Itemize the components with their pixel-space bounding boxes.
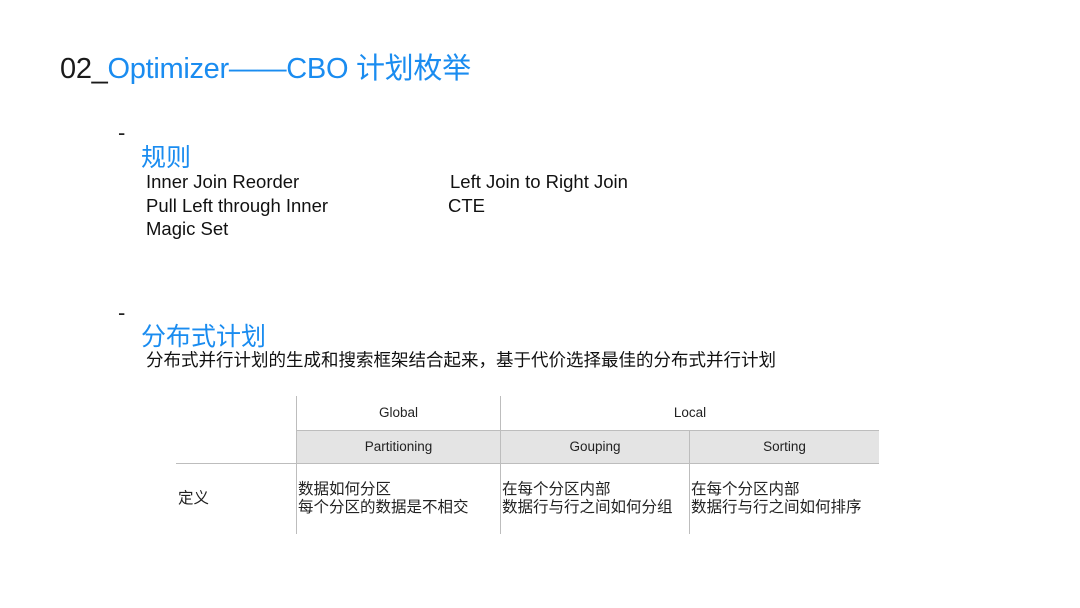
table-subheader-bg xyxy=(297,430,879,463)
rule-item: Magic Set xyxy=(146,218,229,239)
page-title: 02_Optimizer——CBO 计划枚举 xyxy=(60,45,471,87)
table-divider xyxy=(296,396,297,534)
table-subheader-grouping: Gouping xyxy=(569,439,621,454)
table-subheader-sorting: Sorting xyxy=(763,439,806,454)
table-group-header-local: Local xyxy=(673,405,707,420)
section-bullet: - xyxy=(118,120,126,145)
rule-item: Inner Join Reorder xyxy=(146,171,300,192)
table-cell: 在每个分区内部 数据行与行之间如何分组 xyxy=(502,480,673,516)
title-text: Optimizer——CBO 计划枚举 xyxy=(107,53,472,85)
table-subheader-partitioning: Partitioning xyxy=(364,439,433,454)
table-cell: 数据如何分区 每个分区的数据是不相交 xyxy=(298,480,469,516)
table-cell-line: 在每个分区内部 xyxy=(691,480,800,498)
table-cell-line: 数据行与行之间如何分组 xyxy=(502,498,673,516)
rule-item: Left Join to Right Join xyxy=(450,171,628,192)
title-number: 02_ xyxy=(60,53,108,85)
table-cell-line: 数据如何分区 xyxy=(298,480,392,498)
table-cell-line: 数据行与行之间如何排序 xyxy=(691,498,862,516)
table-divider xyxy=(500,396,501,534)
table-divider xyxy=(176,463,879,464)
section-bullet: - xyxy=(118,300,126,325)
table-cell-line: 每个分区的数据是不相交 xyxy=(298,498,469,516)
table-cell: 在每个分区内部 数据行与行之间如何排序 xyxy=(691,480,862,516)
table-cell-line: 在每个分区内部 xyxy=(502,480,611,498)
rule-item: CTE xyxy=(448,195,485,216)
table-divider xyxy=(297,430,879,431)
table-divider xyxy=(689,430,690,534)
section-heading-distributed-plan: 分布式计划 xyxy=(141,322,267,351)
table-group-header-global: Global xyxy=(378,405,419,420)
rule-item: Pull Left through Inner xyxy=(146,195,329,216)
table-row-label: 定义 xyxy=(178,489,210,507)
section-heading-rules: 规则 xyxy=(141,143,192,172)
section-description: 分布式并行计划的生成和搜索框架结合起来，基于代价选择最佳的分布式并行计划 xyxy=(146,351,776,371)
